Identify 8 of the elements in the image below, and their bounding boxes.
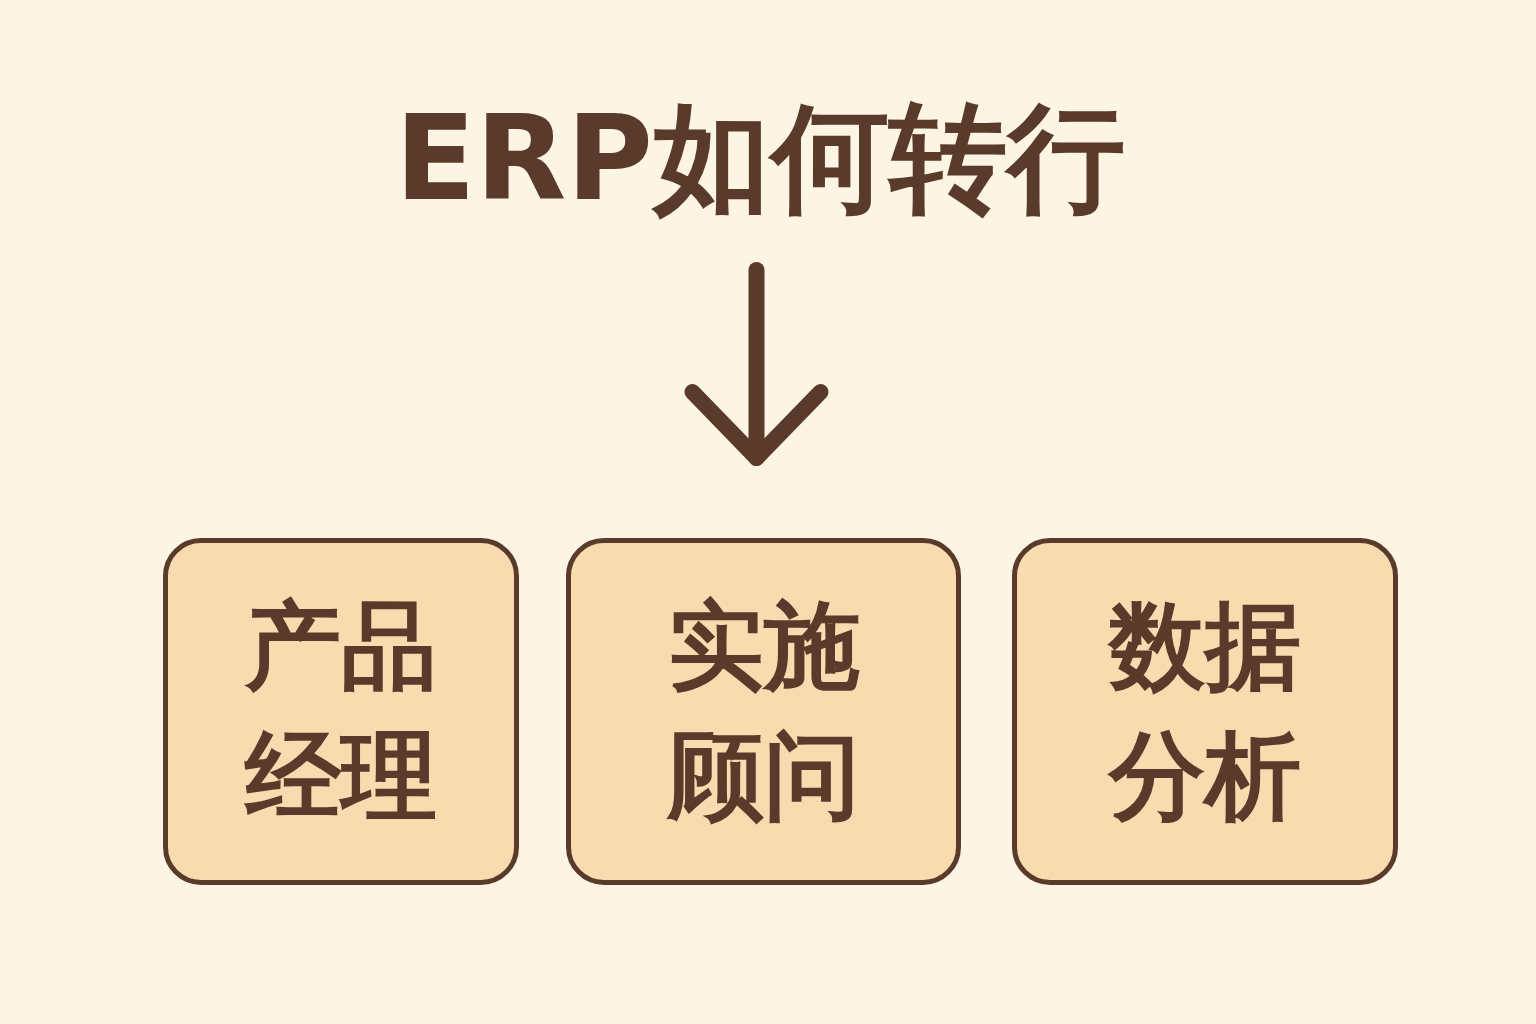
role-label: 数据分析 (1106, 588, 1302, 834)
role-box (566, 538, 961, 885)
title-text: ERP如何转行 (395, 88, 1125, 229)
role-box (1012, 538, 1398, 885)
arrow (684, 262, 829, 466)
role-label: 实施顾问 (665, 588, 861, 834)
role-box (163, 538, 519, 885)
role-label: 产品经理 (243, 588, 438, 834)
